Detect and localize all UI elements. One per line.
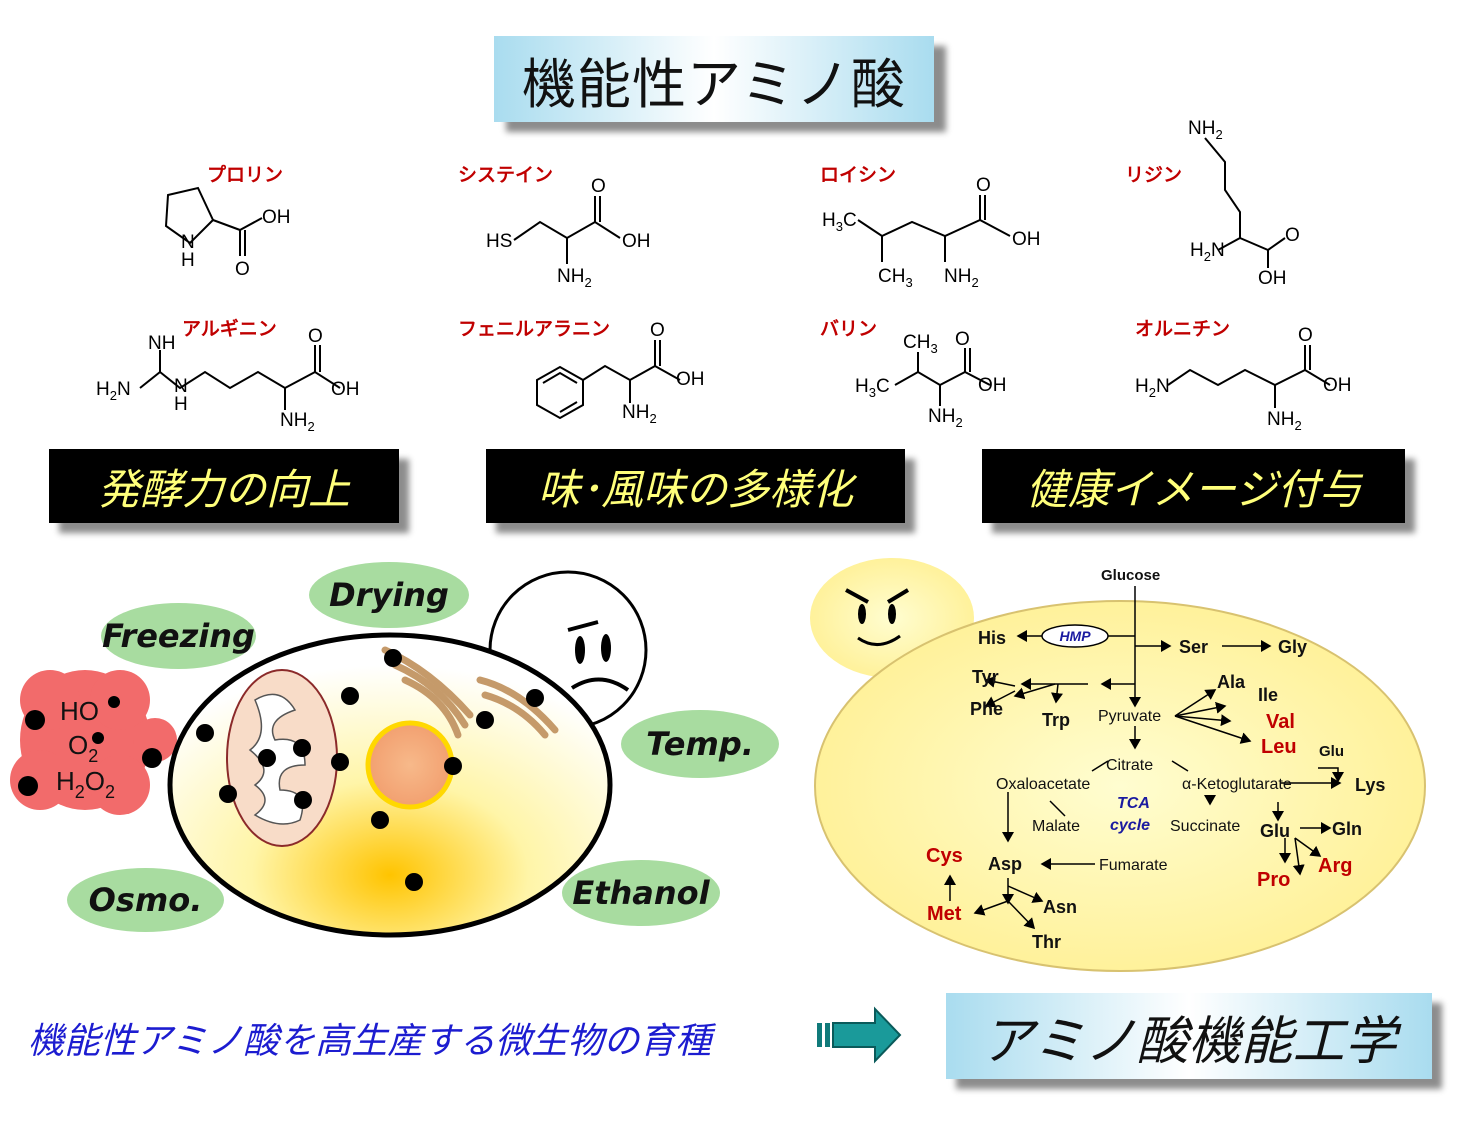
svg-text:O: O	[308, 326, 323, 347]
svg-text:Thr: Thr	[1032, 932, 1061, 952]
svg-text:OH: OH	[622, 231, 651, 252]
svg-text:α-Ketoglutarate: α-Ketoglutarate	[1182, 776, 1292, 793]
chemical-structures: OH O N H HS O OH NH2 H3C CH3 O OH NH2 NH…	[96, 118, 1352, 434]
svg-text:Lys: Lys	[1355, 775, 1385, 795]
svg-text:Asn: Asn	[1043, 897, 1077, 917]
stress-osmotic: Osmo.	[67, 868, 224, 932]
nucleus	[365, 720, 455, 810]
svg-text:Phe: Phe	[970, 699, 1003, 719]
svg-text:OH: OH	[1323, 375, 1352, 396]
svg-text:Arg: Arg	[1318, 855, 1352, 877]
svg-text:Citrate: Citrate	[1106, 757, 1153, 774]
stress-ethanol: Ethanol	[562, 860, 720, 926]
svg-text:Asp: Asp	[988, 854, 1022, 874]
svg-text:OH: OH	[978, 375, 1007, 396]
breeding-text: 機能性アミノ酸を高生産する微生物の育種	[28, 1021, 712, 1062]
svg-text:His: His	[978, 628, 1006, 648]
svg-text:O: O	[591, 176, 606, 197]
amino-name-arginine: アルギニン	[182, 318, 277, 340]
amino-name-valine: バリン	[820, 318, 878, 340]
svg-text:HO: HO	[60, 696, 99, 726]
svg-text:NH2: NH2	[1188, 118, 1223, 142]
svg-text:NH: NH	[148, 333, 175, 354]
svg-text:NH2: NH2	[622, 402, 657, 426]
svg-text:Fumarate: Fumarate	[1099, 857, 1168, 874]
svg-text:CH3: CH3	[903, 332, 938, 356]
svg-text:O: O	[1298, 325, 1313, 346]
svg-text:Pro: Pro	[1257, 869, 1290, 891]
svg-text:Oxaloacetate: Oxaloacetate	[996, 776, 1090, 793]
svg-text:CH3: CH3	[878, 266, 913, 290]
cell-body	[814, 600, 1426, 972]
amino-name-lysine: リジン	[1125, 164, 1183, 186]
svg-text:O2: O2	[68, 730, 98, 766]
svg-text:H2O2: H2O2	[56, 766, 115, 802]
effect-fermentation: 発酵力の向上	[49, 449, 399, 523]
svg-text:NH2: NH2	[944, 266, 979, 290]
svg-text:O: O	[976, 175, 991, 196]
stress-temperature: Temp.	[621, 710, 779, 778]
svg-text:OH: OH	[1258, 268, 1287, 289]
svg-text:H: H	[174, 394, 188, 415]
svg-text:Ser: Ser	[1179, 637, 1208, 657]
amino-name-ornithine: オルニチン	[1135, 318, 1231, 340]
svg-text:OH: OH	[331, 379, 360, 400]
svg-text:OH: OH	[262, 207, 291, 228]
svg-text:TCA: TCA	[1117, 795, 1150, 812]
svg-text:Glu: Glu	[1260, 821, 1290, 841]
svg-text:Ala: Ala	[1217, 672, 1246, 692]
svg-text:Pyruvate: Pyruvate	[1098, 708, 1161, 725]
effect-flavor: 味･風味の多様化	[486, 449, 905, 523]
svg-text:Gln: Gln	[1332, 819, 1362, 839]
svg-text:H2N: H2N	[1190, 240, 1225, 264]
stress-drying: Drying	[309, 562, 469, 628]
svg-text:O: O	[955, 329, 970, 350]
svg-text:O: O	[1285, 225, 1300, 246]
svg-text:Trp: Trp	[1042, 710, 1070, 730]
svg-text:NH2: NH2	[280, 410, 315, 434]
svg-text:N: N	[181, 232, 195, 253]
svg-text:cycle: cycle	[1110, 817, 1150, 834]
svg-text:H: H	[181, 250, 195, 271]
svg-text:Glucose: Glucose	[1101, 567, 1160, 584]
svg-text:H2N: H2N	[96, 379, 131, 403]
yeast-cell-illustration: HO O2 H2O2	[10, 570, 648, 938]
svg-text:OH: OH	[676, 369, 705, 390]
effect-health: 健康イメージ付与	[982, 449, 1405, 523]
svg-text:Malate: Malate	[1032, 818, 1080, 835]
arrow-right-icon	[817, 1006, 902, 1064]
amino-name-phenylalanine: フェニルアラニン	[458, 318, 611, 340]
svg-text:HMP: HMP	[1059, 628, 1091, 644]
svg-text:Ile: Ile	[1258, 685, 1278, 705]
svg-text:Tyr: Tyr	[972, 667, 999, 687]
svg-text:HS: HS	[486, 231, 512, 252]
svg-text:O: O	[650, 320, 665, 341]
amino-name-proline: プロリン	[207, 164, 284, 186]
svg-text:Met: Met	[927, 903, 962, 925]
svg-text:Gly: Gly	[1278, 637, 1307, 657]
svg-text:H3C: H3C	[822, 210, 857, 234]
svg-text:NH2: NH2	[1267, 409, 1302, 433]
svg-text:NH2: NH2	[928, 406, 963, 430]
amino-acid-functional-engineering: アミノ酸機能工学	[946, 993, 1432, 1079]
svg-text:NH2: NH2	[557, 266, 592, 290]
amino-name-leucine: ロイシン	[820, 164, 897, 186]
svg-text:Succinate: Succinate	[1170, 818, 1240, 835]
svg-text:H3C: H3C	[855, 376, 890, 400]
svg-text:Cys: Cys	[926, 845, 963, 867]
svg-text:Leu: Leu	[1261, 736, 1297, 758]
svg-text:N: N	[174, 376, 188, 397]
svg-text:H2N: H2N	[1135, 376, 1170, 400]
svg-text:O: O	[235, 259, 250, 280]
stress-freezing: Freezing	[101, 603, 256, 669]
amino-name-cysteine: システイン	[458, 164, 554, 186]
svg-text:Val: Val	[1266, 711, 1295, 733]
metabolic-pathway-diagram: Glucose HMP His Ser Gly Tyr Phe Trp Pyru…	[810, 558, 1426, 972]
svg-text:Glu: Glu	[1319, 743, 1344, 760]
svg-text:OH: OH	[1012, 229, 1041, 250]
page-title: 機能性アミノ酸	[494, 36, 934, 122]
